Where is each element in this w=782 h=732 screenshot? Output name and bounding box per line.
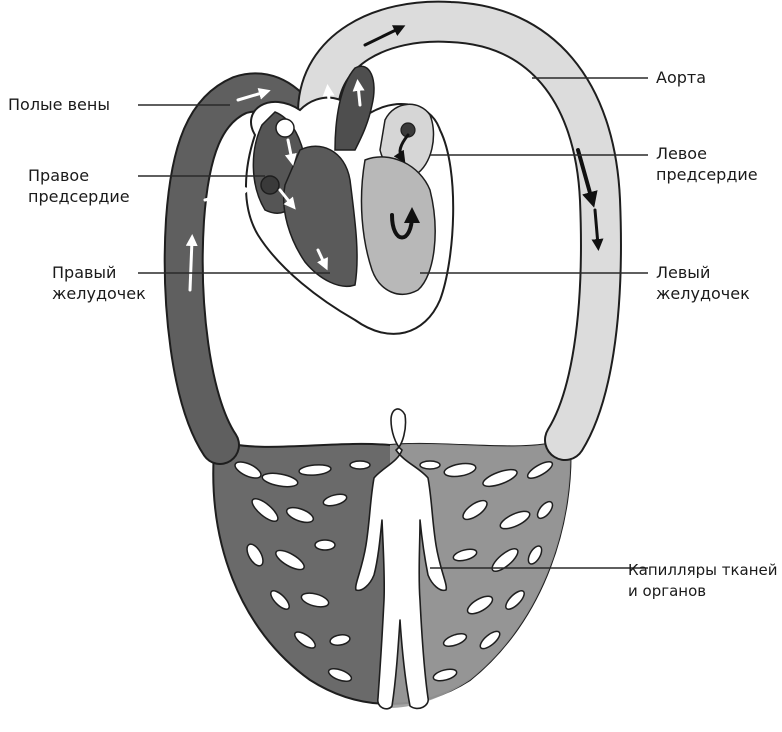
label-aorta: Аорта — [656, 67, 706, 88]
label-capillaries: Капилляры тканей и органов — [628, 560, 778, 602]
label-right-ventricle: Правый желудочек — [52, 262, 146, 304]
label-capillaries-line1: Капилляры тканей — [628, 560, 778, 581]
label-vena-cava: Полые вены — [8, 94, 110, 115]
label-right-atrium: Правое предсердие — [28, 165, 130, 207]
label-right-ventricle-line2: желудочек — [52, 283, 146, 304]
label-right-atrium-line2: предсердие — [28, 186, 130, 207]
label-right-ventricle-line1: Правый — [52, 262, 146, 283]
label-left-atrium-line1: Левое — [656, 143, 758, 164]
label-left-ventricle: Левый желудочек — [656, 262, 750, 304]
label-right-atrium-line1: Правое — [28, 165, 130, 186]
label-vena-cava-text: Полые вены — [8, 94, 110, 115]
label-left-ventricle-line2: желудочек — [656, 283, 750, 304]
label-left-ventricle-line1: Левый — [656, 262, 750, 283]
label-left-atrium-line2: предсердие — [656, 164, 758, 185]
label-aorta-text: Аорта — [656, 67, 706, 88]
label-capillaries-line2: и органов — [628, 581, 778, 602]
label-left-atrium: Левое предсердие — [656, 143, 758, 185]
